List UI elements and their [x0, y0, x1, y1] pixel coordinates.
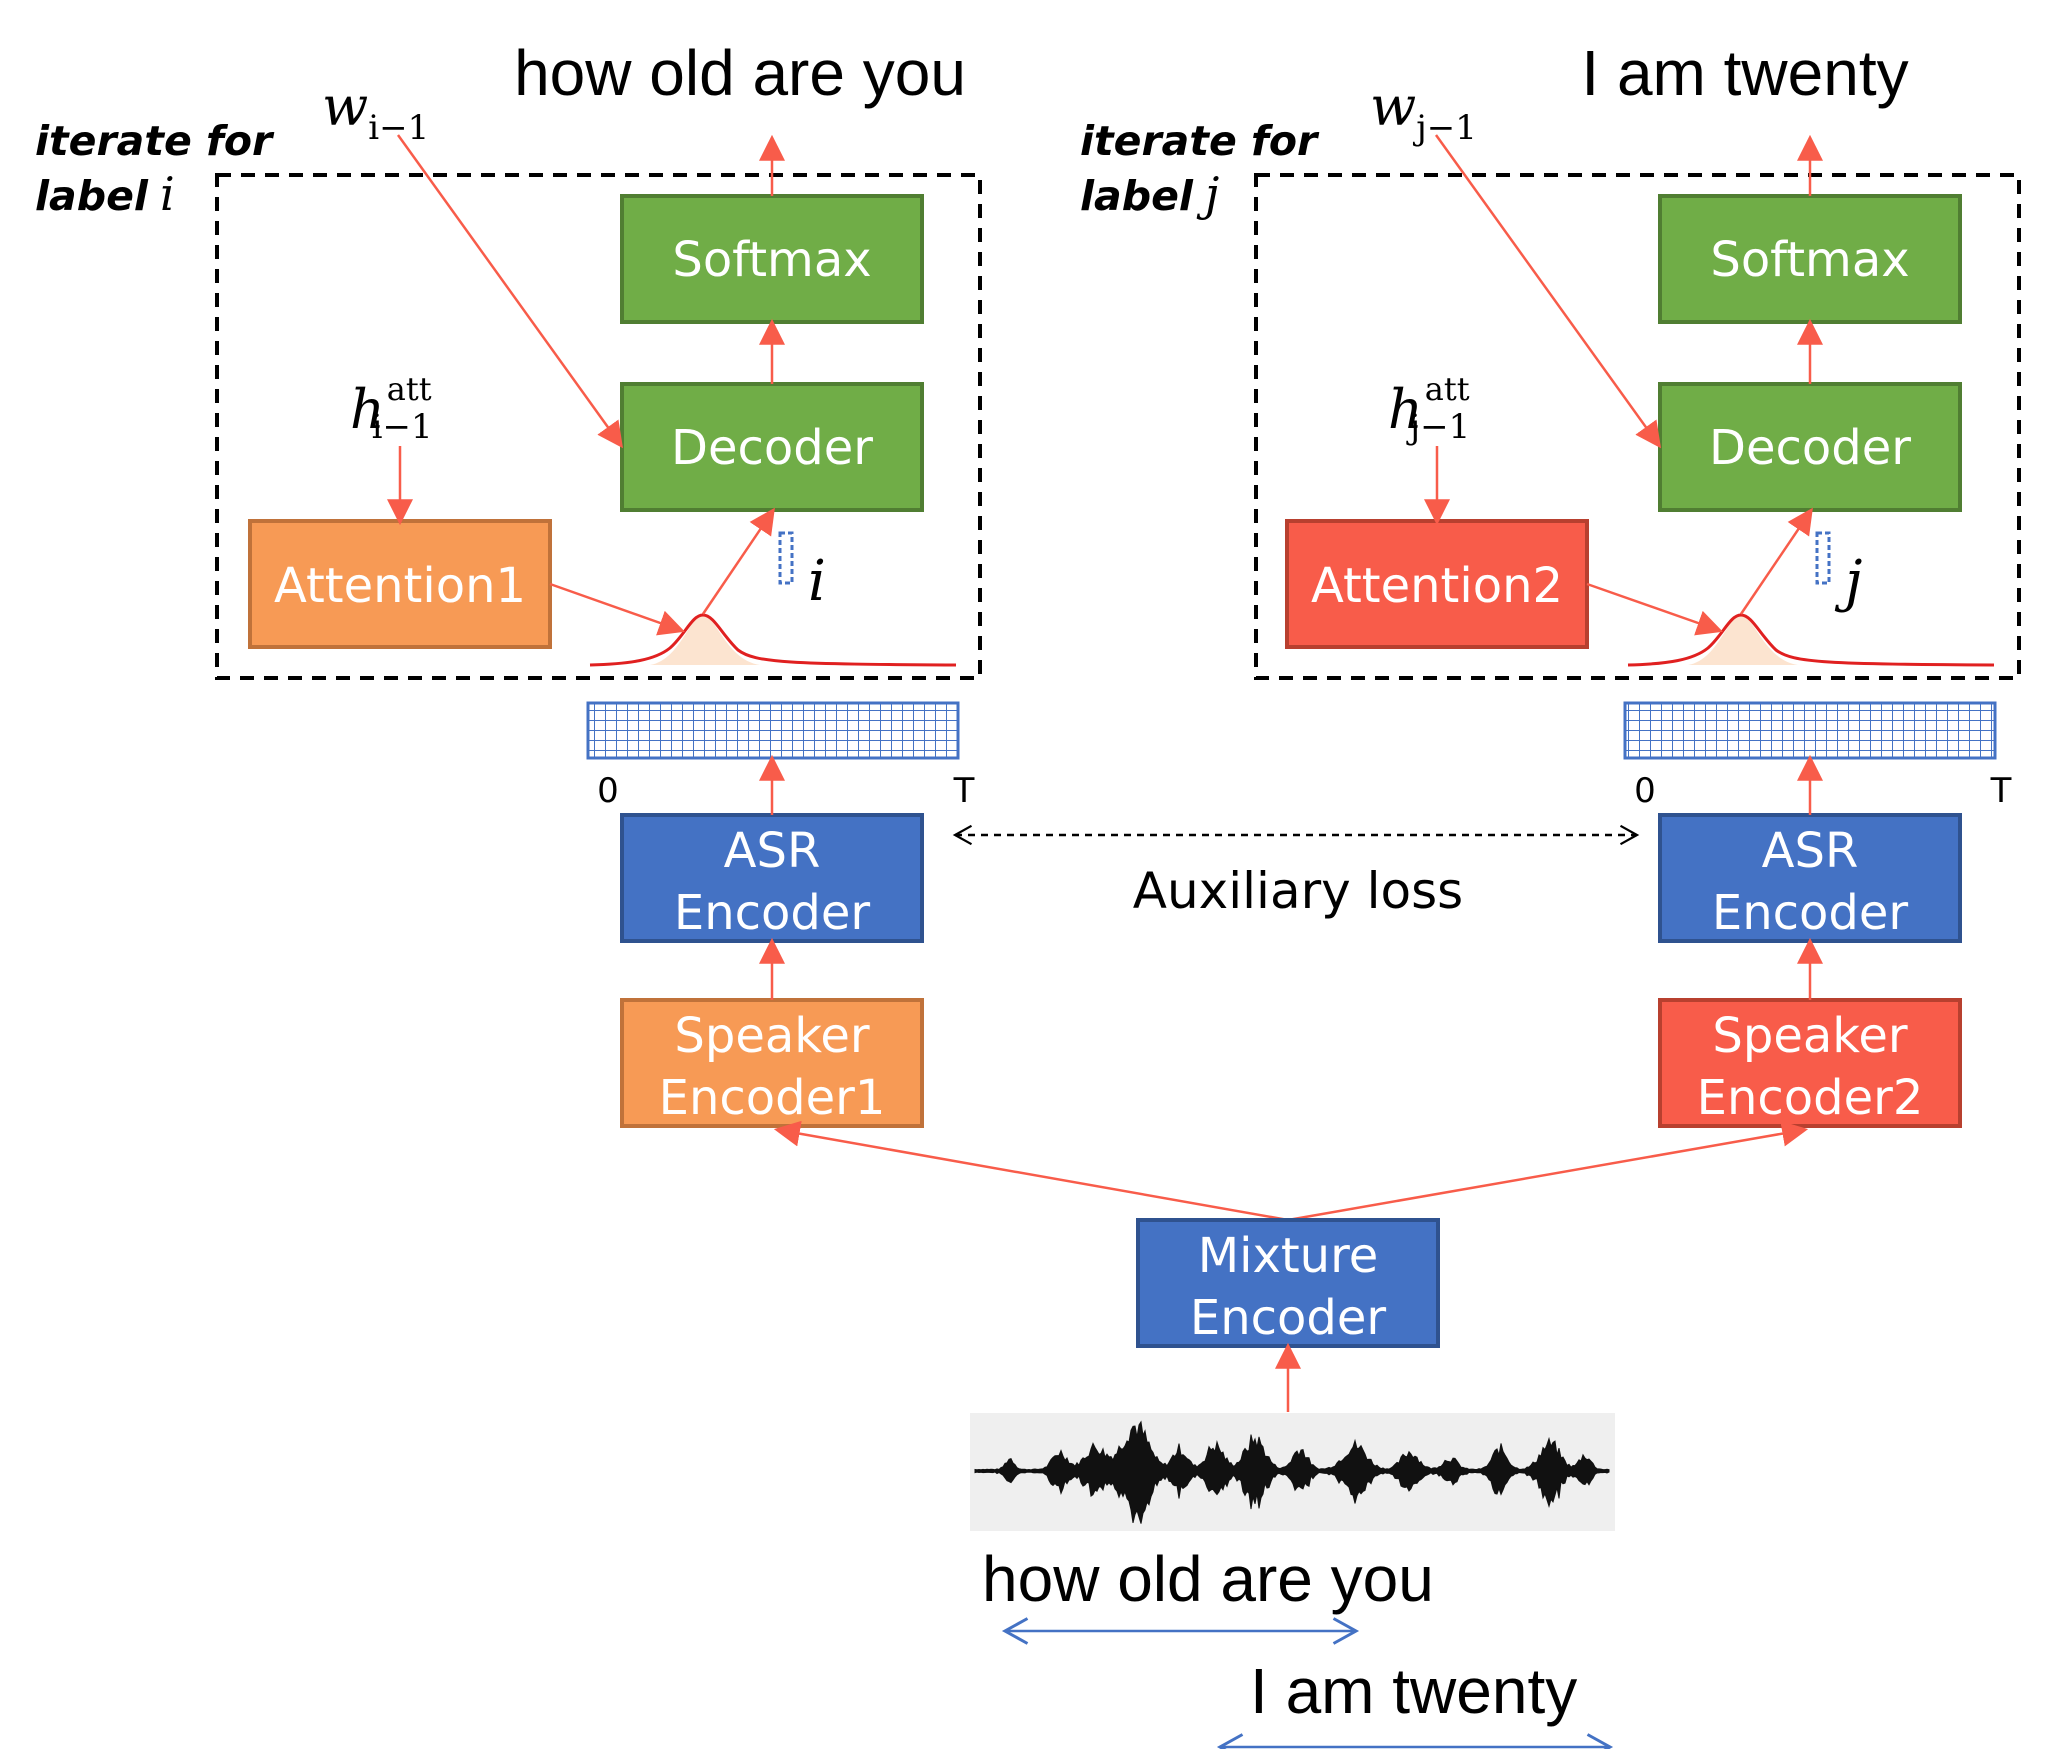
- left-attention-weight-curve: [589, 613, 957, 667]
- right-iterate-label-symbol: j: [1196, 167, 1219, 221]
- auxiliary-loss-group: Auxiliary loss: [952, 824, 1640, 920]
- auxiliary-loss-label: Auxiliary loss: [1133, 862, 1463, 920]
- right-asr-label-line1: ASR: [1762, 823, 1859, 879]
- right-encoder-output-grid: [1623, 701, 1997, 760]
- left-iteration-box: [215, 173, 982, 680]
- right-context-label: j: [1834, 549, 1862, 614]
- right-iterate-label-word: label: [1080, 172, 1194, 220]
- left-w-symbol: wi−1: [322, 75, 429, 148]
- mixture-encoder-box[interactable]: [1136, 1218, 1440, 1348]
- right-attention-label: Attention2: [1311, 558, 1563, 614]
- arrow-mixture-to-speaker2: [1287, 1120, 1809, 1222]
- left-arrow-w-decoder: [396, 134, 624, 449]
- left-encoder-output-grid: [586, 701, 960, 760]
- waveform-signal: [974, 1420, 1610, 1524]
- mixture-group: Mixture Encoder: [773, 1120, 1809, 1412]
- right-attention-weight-curve: [1627, 613, 1995, 667]
- right-asr-label-line2: Encoder: [1712, 885, 1909, 941]
- right-arrow-w-decoder: [1434, 134, 1662, 449]
- right-speaker-label-line2: Encoder2: [1697, 1070, 1924, 1126]
- right-speaker-encoder-box[interactable]: [1658, 998, 1962, 1128]
- right-iterate-line1: iterate for: [1080, 117, 1320, 165]
- left-iterate-line1: iterate for: [35, 117, 275, 165]
- right-w-symbol: wj−1: [1370, 75, 1477, 148]
- left-speaker-label-line1: Speaker: [674, 1008, 870, 1064]
- bottom-utterances: how old are you I am twenty: [982, 1543, 1614, 1749]
- left-speaker-label-line2: Encoder1: [659, 1070, 886, 1126]
- left-softmax-label: Softmax: [672, 232, 871, 288]
- right-tick-end: T: [1990, 771, 2012, 811]
- left-attention-weight-fill: [650, 615, 760, 665]
- left-asr-label-line1: ASR: [724, 823, 821, 879]
- right-output-text: I am twenty: [1581, 37, 1908, 109]
- left-attention-box[interactable]: [248, 519, 552, 649]
- audio-waveform: [970, 1413, 1615, 1531]
- arrow-mixture-to-speaker1: [773, 1120, 1289, 1222]
- left-decoder-label: Decoder: [671, 420, 873, 476]
- right-context-vector: [1815, 531, 1831, 585]
- left-context-label: i: [808, 549, 826, 614]
- left-arrow-weights-decoder: [701, 507, 775, 615]
- right-attention-box[interactable]: [1285, 519, 1589, 649]
- left-arrow-attention-weights: [549, 582, 685, 636]
- right-softmax-box[interactable]: [1658, 194, 1962, 324]
- right-arrow-attention-weights: [1586, 582, 1723, 636]
- left-context-vector: [778, 531, 794, 585]
- left-tick-start: 0: [597, 771, 619, 811]
- bottom-utterance1-text: how old are you: [982, 1543, 1434, 1615]
- right-arrow-weights-decoder: [1739, 507, 1813, 615]
- mixture-label-line1: Mixture: [1198, 1228, 1379, 1284]
- right-iteration-box: [1254, 173, 2021, 680]
- right-tick-start: 0: [1634, 771, 1656, 811]
- mixture-label-line2: Encoder: [1190, 1290, 1387, 1346]
- left-tick-end: T: [953, 771, 975, 811]
- right-attention-weight-fill: [1688, 615, 1798, 665]
- left-attention-label: Attention1: [274, 558, 526, 614]
- bottom-utterance2-text: I am twenty: [1250, 1655, 1577, 1727]
- left-iterate-label-symbol: i: [160, 167, 175, 221]
- left-output-text: how old are you: [514, 37, 966, 109]
- left-asr-label-line2: Encoder: [674, 885, 871, 941]
- right-speaker-label-line1: Speaker: [1712, 1008, 1908, 1064]
- left-iterate-label-word: label: [35, 172, 149, 220]
- left-decoder-box[interactable]: [620, 382, 924, 512]
- right-decoder-label: Decoder: [1709, 420, 1911, 476]
- right-softmax-label: Softmax: [1710, 232, 1909, 288]
